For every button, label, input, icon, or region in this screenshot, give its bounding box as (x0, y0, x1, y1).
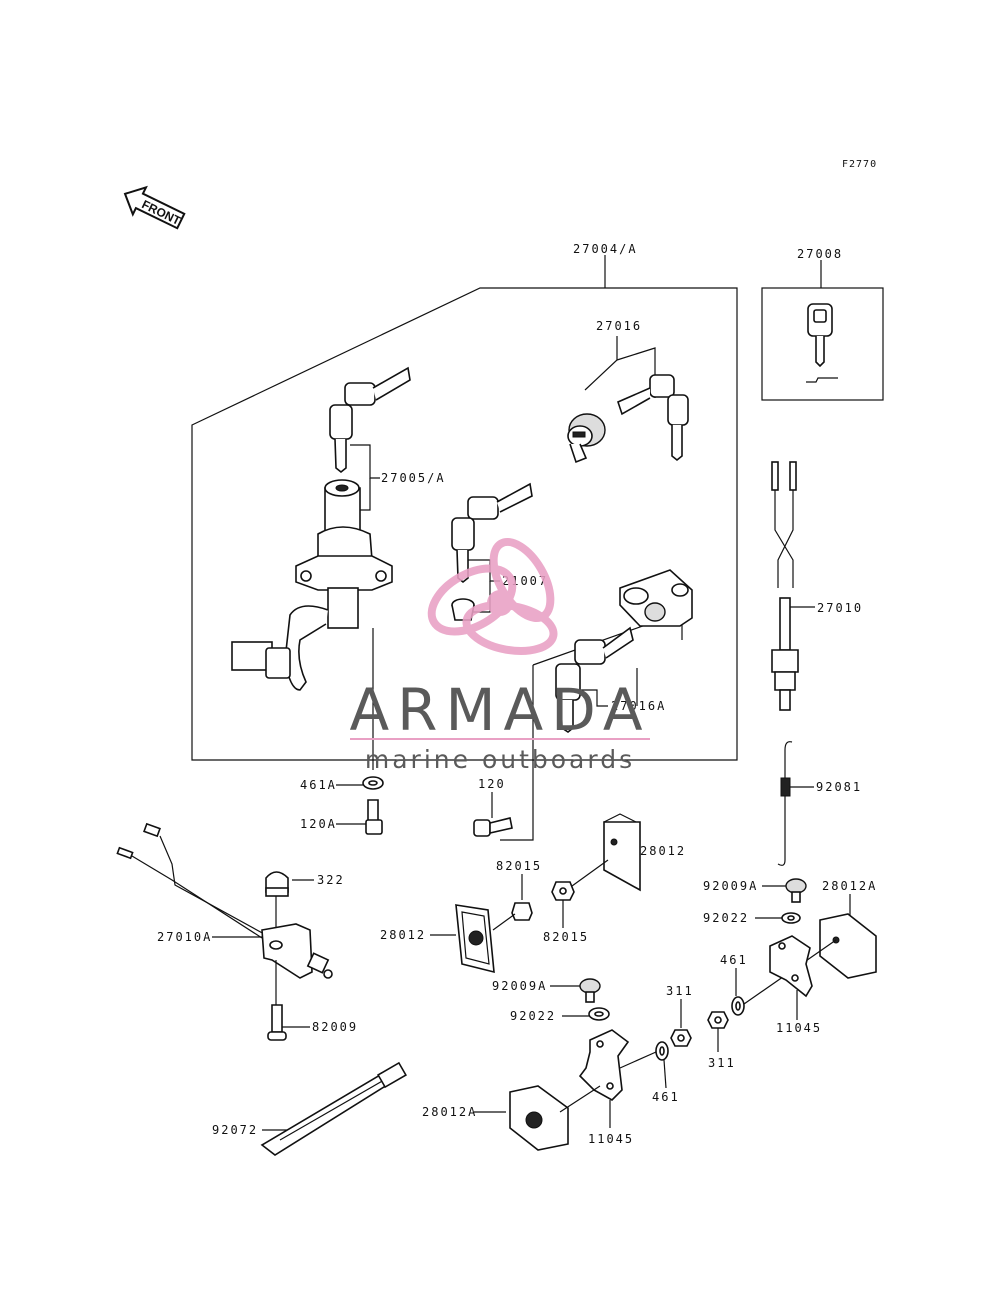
bolt-120A-icon (365, 799, 383, 835)
washer-461A-icon (362, 776, 384, 790)
screw-92009A-right-icon (785, 878, 807, 903)
washer-92022-center-icon (588, 1007, 610, 1021)
figure-code: F2770 (842, 159, 877, 170)
seat-lock-27016A-icon (619, 569, 693, 627)
ignition-switch-27005A-icon (231, 479, 393, 691)
label-311-lower: 311 (708, 1056, 736, 1070)
washer-461-right-icon (731, 996, 745, 1016)
label-82009: 82009 (312, 1020, 358, 1034)
label-92009A-center: 92009A (492, 979, 547, 993)
label-92022-right: 92022 (703, 911, 749, 925)
keys-27005A-icon (329, 366, 411, 474)
label-311-upper: 311 (666, 984, 694, 998)
bracket-11045-right-icon (769, 935, 813, 998)
switch-27010-icon (771, 461, 799, 711)
label-461-right: 461 (720, 953, 748, 967)
kit-27008-box (761, 287, 884, 401)
washer-92022-right-icon (781, 912, 801, 924)
kit-27004A-outline (191, 287, 738, 761)
label-92081: 92081 (816, 780, 862, 794)
label-27005A: 27005/A (381, 471, 446, 485)
label-120: 120 (478, 777, 506, 791)
nut-82015-lower-icon (551, 881, 575, 901)
reflector-28012A-center-icon (509, 1085, 569, 1151)
label-27008: 27008 (797, 247, 843, 261)
key-27008-icon (806, 303, 838, 383)
label-27010: 27010 (817, 601, 863, 615)
armada-logo-icon (427, 538, 558, 655)
label-92022-center: 92022 (510, 1009, 556, 1023)
screw-92009A-center-icon (579, 978, 601, 1003)
label-27016: 27016 (596, 319, 642, 333)
spring-92081-icon (777, 741, 793, 866)
reflector-28012A-right-icon (819, 913, 877, 979)
bracket-11045-center-icon (578, 1029, 630, 1101)
label-28012-upper: 28012 (640, 844, 686, 858)
label-461-center: 461 (652, 1090, 680, 1104)
label-82015-lower: 82015 (543, 930, 589, 944)
reflector-28012-upper-icon (603, 813, 641, 892)
label-322: 322 (317, 873, 345, 887)
keys-27016-icon (617, 374, 689, 462)
front-arrow-icon: FRONT (123, 185, 186, 230)
label-461A: 461A (300, 778, 337, 792)
screw-82009-icon (267, 1004, 287, 1041)
cable-band-92072-icon (260, 1061, 407, 1156)
label-92009A-right: 92009A (703, 879, 758, 893)
label-92072: 92072 (212, 1123, 258, 1137)
label-27016A: 27016A (611, 699, 666, 713)
bolt-120-icon (473, 817, 513, 837)
label-82015-upper: 82015 (496, 859, 542, 873)
reflector-28012-lower-icon (455, 904, 495, 974)
label-28012A-right: 28012A (822, 879, 877, 893)
keys-21007-icon (451, 482, 533, 584)
nut-311-lower-icon (707, 1011, 729, 1029)
nut-311-upper-icon (670, 1029, 692, 1047)
lock-cylinder-27016-icon (567, 413, 606, 464)
label-27010A: 27010A (157, 930, 212, 944)
nut-82015-upper-icon (511, 902, 533, 921)
watermark-tagline: marine outboards (365, 745, 635, 774)
watermark-brand: ARMADA (349, 676, 650, 744)
washer-461-center-icon (655, 1041, 669, 1061)
keys-27016A-icon (555, 626, 634, 733)
label-28012A-center: 28012A (422, 1105, 477, 1119)
switch-27010A-icon (116, 822, 333, 979)
cap-nut-322-icon (265, 871, 289, 897)
label-28012-lower: 28012 (380, 928, 426, 942)
label-11045-center: 11045 (588, 1132, 634, 1146)
label-11045-right: 11045 (776, 1021, 822, 1035)
label-120A: 120A (300, 817, 337, 831)
label-27004A: 27004/A (573, 242, 638, 256)
